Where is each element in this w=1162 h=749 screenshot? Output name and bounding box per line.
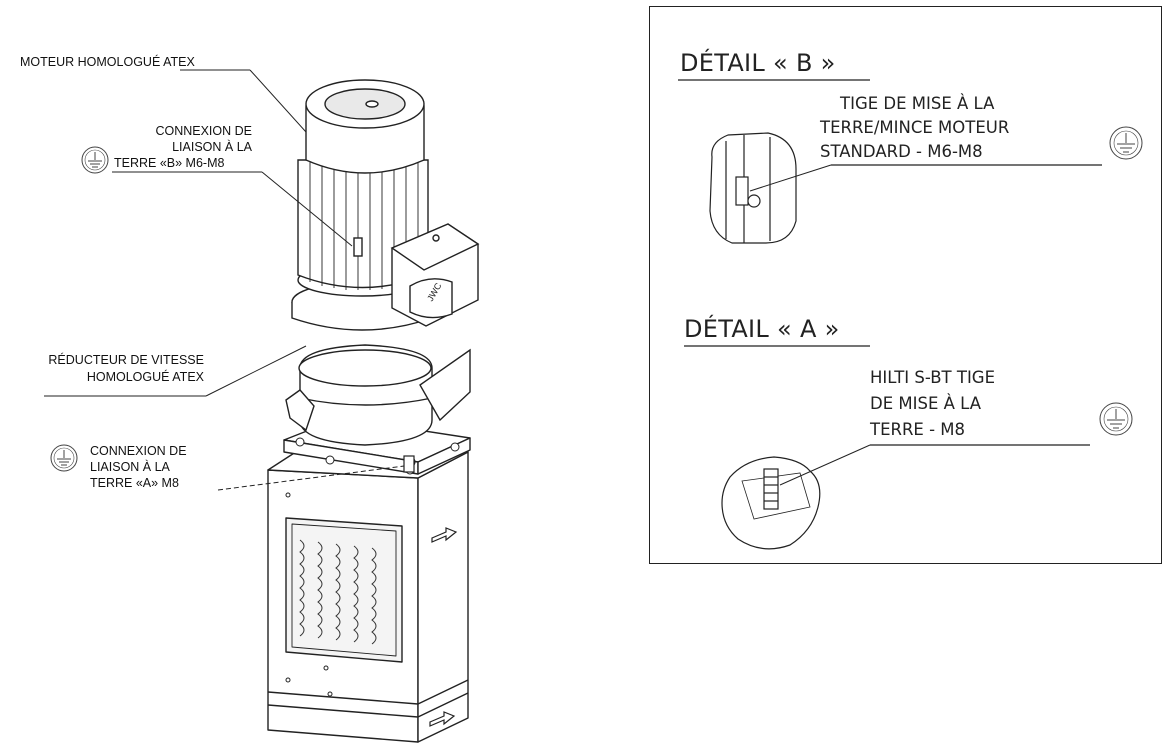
leader-bond-a [217,465,405,491]
label-bond-a-line2: LIAISON À LA [90,460,170,474]
ground-icon-detail-a [1099,402,1133,436]
label-bond-b-line1: CONNEXION DE [155,124,252,138]
detail-b-text-line1: TIGE DE MISE À LA [840,94,995,113]
label-reducer-line2: HOMOLOGUÉ ATEX [86,370,204,384]
flow-arrow-upper [431,527,458,543]
detail-b-leader [749,164,832,192]
flow-arrow-lower [429,711,456,727]
label-reducer-line1: RÉDUCTEUR DE VITESSE [48,353,204,367]
detail-a-drawing [721,456,821,550]
label-motor: MOTEUR HOMOLOGUÉ ATEX [20,55,195,69]
label-bond-b-line3: TERRE «B» M6-M8 [114,156,225,170]
detail-panel-drawing [678,79,1143,550]
detail-a-leader [779,444,871,486]
machine-drawing: JWC [44,69,480,743]
detail-b-text-line3: STANDARD - M6-M8 [820,142,983,161]
detail-panel: DÉTAIL « B » TIGE DE MISE À LA TERRE/MIN… [649,6,1162,564]
label-bond-b-line2: LIAISON À LA [172,140,252,154]
ground-icon-a [50,444,78,472]
leader-motor [249,69,307,133]
label-bond-a-line1: CONNEXION DE [90,444,187,458]
label-bond-a-line3: TERRE «A» M8 [90,476,179,490]
detail-b-drawing [709,132,797,244]
detail-a-text-line2: DE MISE À LA [870,394,982,413]
detail-a-text-line1: HILTI S-BT TIGE [870,368,996,387]
housing-side [417,451,469,743]
bond-b-stud [353,237,363,257]
detail-b-text-line2: TERRE/MINCE MOTEUR [820,118,1010,137]
detail-b-title: DÉTAIL « B » [680,49,836,77]
detail-a-text-line3: TERRE - M8 [870,420,966,439]
ground-icon-detail-b [1109,126,1143,160]
bond-a-stud [403,455,415,473]
cutting-window [285,517,403,663]
detail-a-title: DÉTAIL « A » [684,315,840,343]
ground-icon-b [81,146,109,174]
